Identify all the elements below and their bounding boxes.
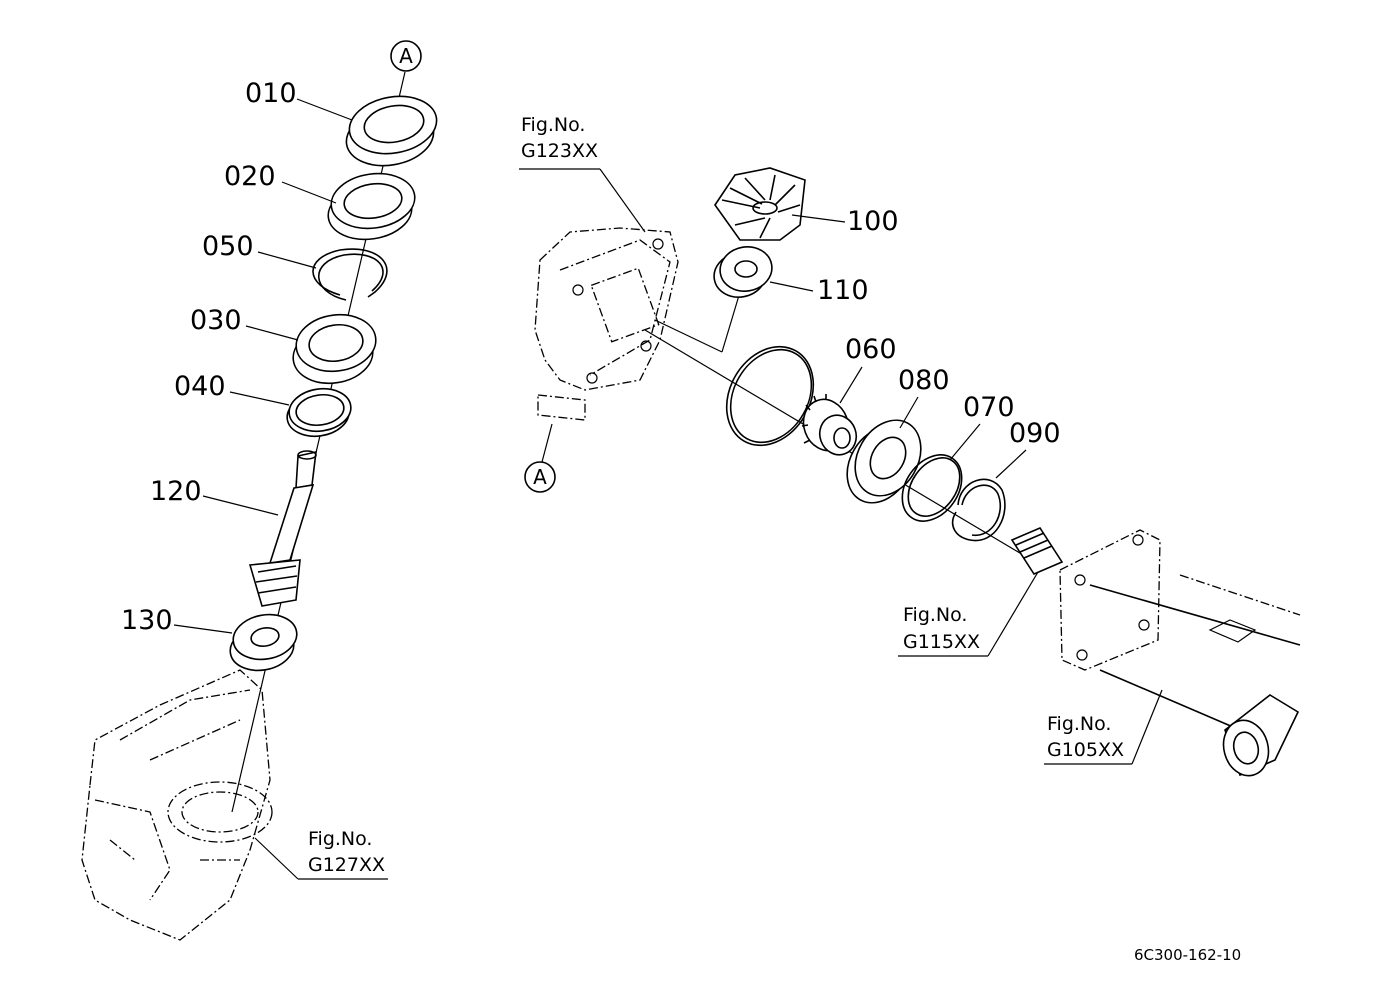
leader-lines: [173, 98, 1163, 880]
part-010-seal: [345, 95, 438, 167]
figure-ref-title: Fig.No.: [903, 604, 967, 626]
part-label-050: 050: [202, 231, 254, 262]
housing-g127xx: [81, 669, 273, 941]
part-label-040: 040: [174, 371, 226, 402]
part-label-130: 130: [121, 605, 173, 636]
part-label-100: 100: [847, 206, 899, 237]
figure-ref-g115xx: Fig.No. G115XX: [903, 604, 980, 653]
part-110-bearing: [713, 246, 773, 298]
part-070-ring: [901, 454, 963, 522]
figure-ref-title: Fig.No.: [521, 114, 585, 136]
figure-ref-number: G123XX: [521, 140, 598, 162]
part-030-bearing: [292, 313, 377, 385]
figure-ref-number: G115XX: [903, 631, 980, 653]
figure-ref-g105xx: Fig.No. G105XX: [1047, 713, 1124, 761]
part-label-120: 120: [150, 476, 202, 507]
part-label-060: 060: [845, 334, 897, 365]
part-040-ring: [286, 387, 352, 438]
figure-ref-number: G127XX: [308, 854, 385, 876]
shaft-tube: [1010, 526, 1301, 777]
part-060-gear: [801, 394, 858, 456]
part-label-110: 110: [817, 275, 869, 306]
part-130-bearing: [229, 613, 298, 672]
part-020-bearing: [327, 172, 416, 241]
housing-g123xx: [534, 227, 679, 421]
drawing-number: 6C300-162-10: [1134, 946, 1241, 964]
figure-ref-g127xx: Fig.No. G127XX: [308, 828, 385, 876]
figure-ref-number: G105XX: [1047, 739, 1124, 761]
reference-marker-a-bottom-label: A: [533, 465, 547, 489]
part-080-bearing: [846, 419, 922, 504]
left-assembly: A: [81, 40, 438, 941]
gear-axis-link: [654, 319, 723, 353]
figure-references: Fig.No. G123XX Fig.No. G115XX Fig.No. G1…: [308, 114, 1124, 876]
part-label-020: 020: [224, 161, 276, 192]
part-100-bevel-gear: [714, 167, 806, 241]
part-label-080: 080: [898, 365, 950, 396]
part-label-070: 070: [963, 392, 1015, 423]
part-120-pinion-shaft: [248, 450, 317, 607]
part-050-snap-ring: [312, 248, 388, 301]
reference-marker-a-top-label: A: [399, 44, 413, 68]
part-label-030: 030: [190, 305, 242, 336]
gear-axis-link-2: [721, 291, 741, 353]
part-label-090: 090: [1009, 418, 1061, 449]
figure-ref-g123xx: Fig.No. G123XX: [521, 114, 598, 162]
right-assembly: A: [524, 167, 1301, 777]
part-number-labels: 010 020 050 030 040 120 130 100 110 060 …: [121, 78, 1061, 636]
figure-ref-title: Fig.No.: [1047, 713, 1111, 735]
figure-ref-title: Fig.No.: [308, 828, 372, 850]
reference-marker-a-top: A: [390, 40, 422, 72]
reference-marker-a-bottom: A: [524, 423, 556, 493]
part-090-snap-ring: [951, 478, 1006, 542]
part-label-010: 010: [245, 78, 297, 109]
